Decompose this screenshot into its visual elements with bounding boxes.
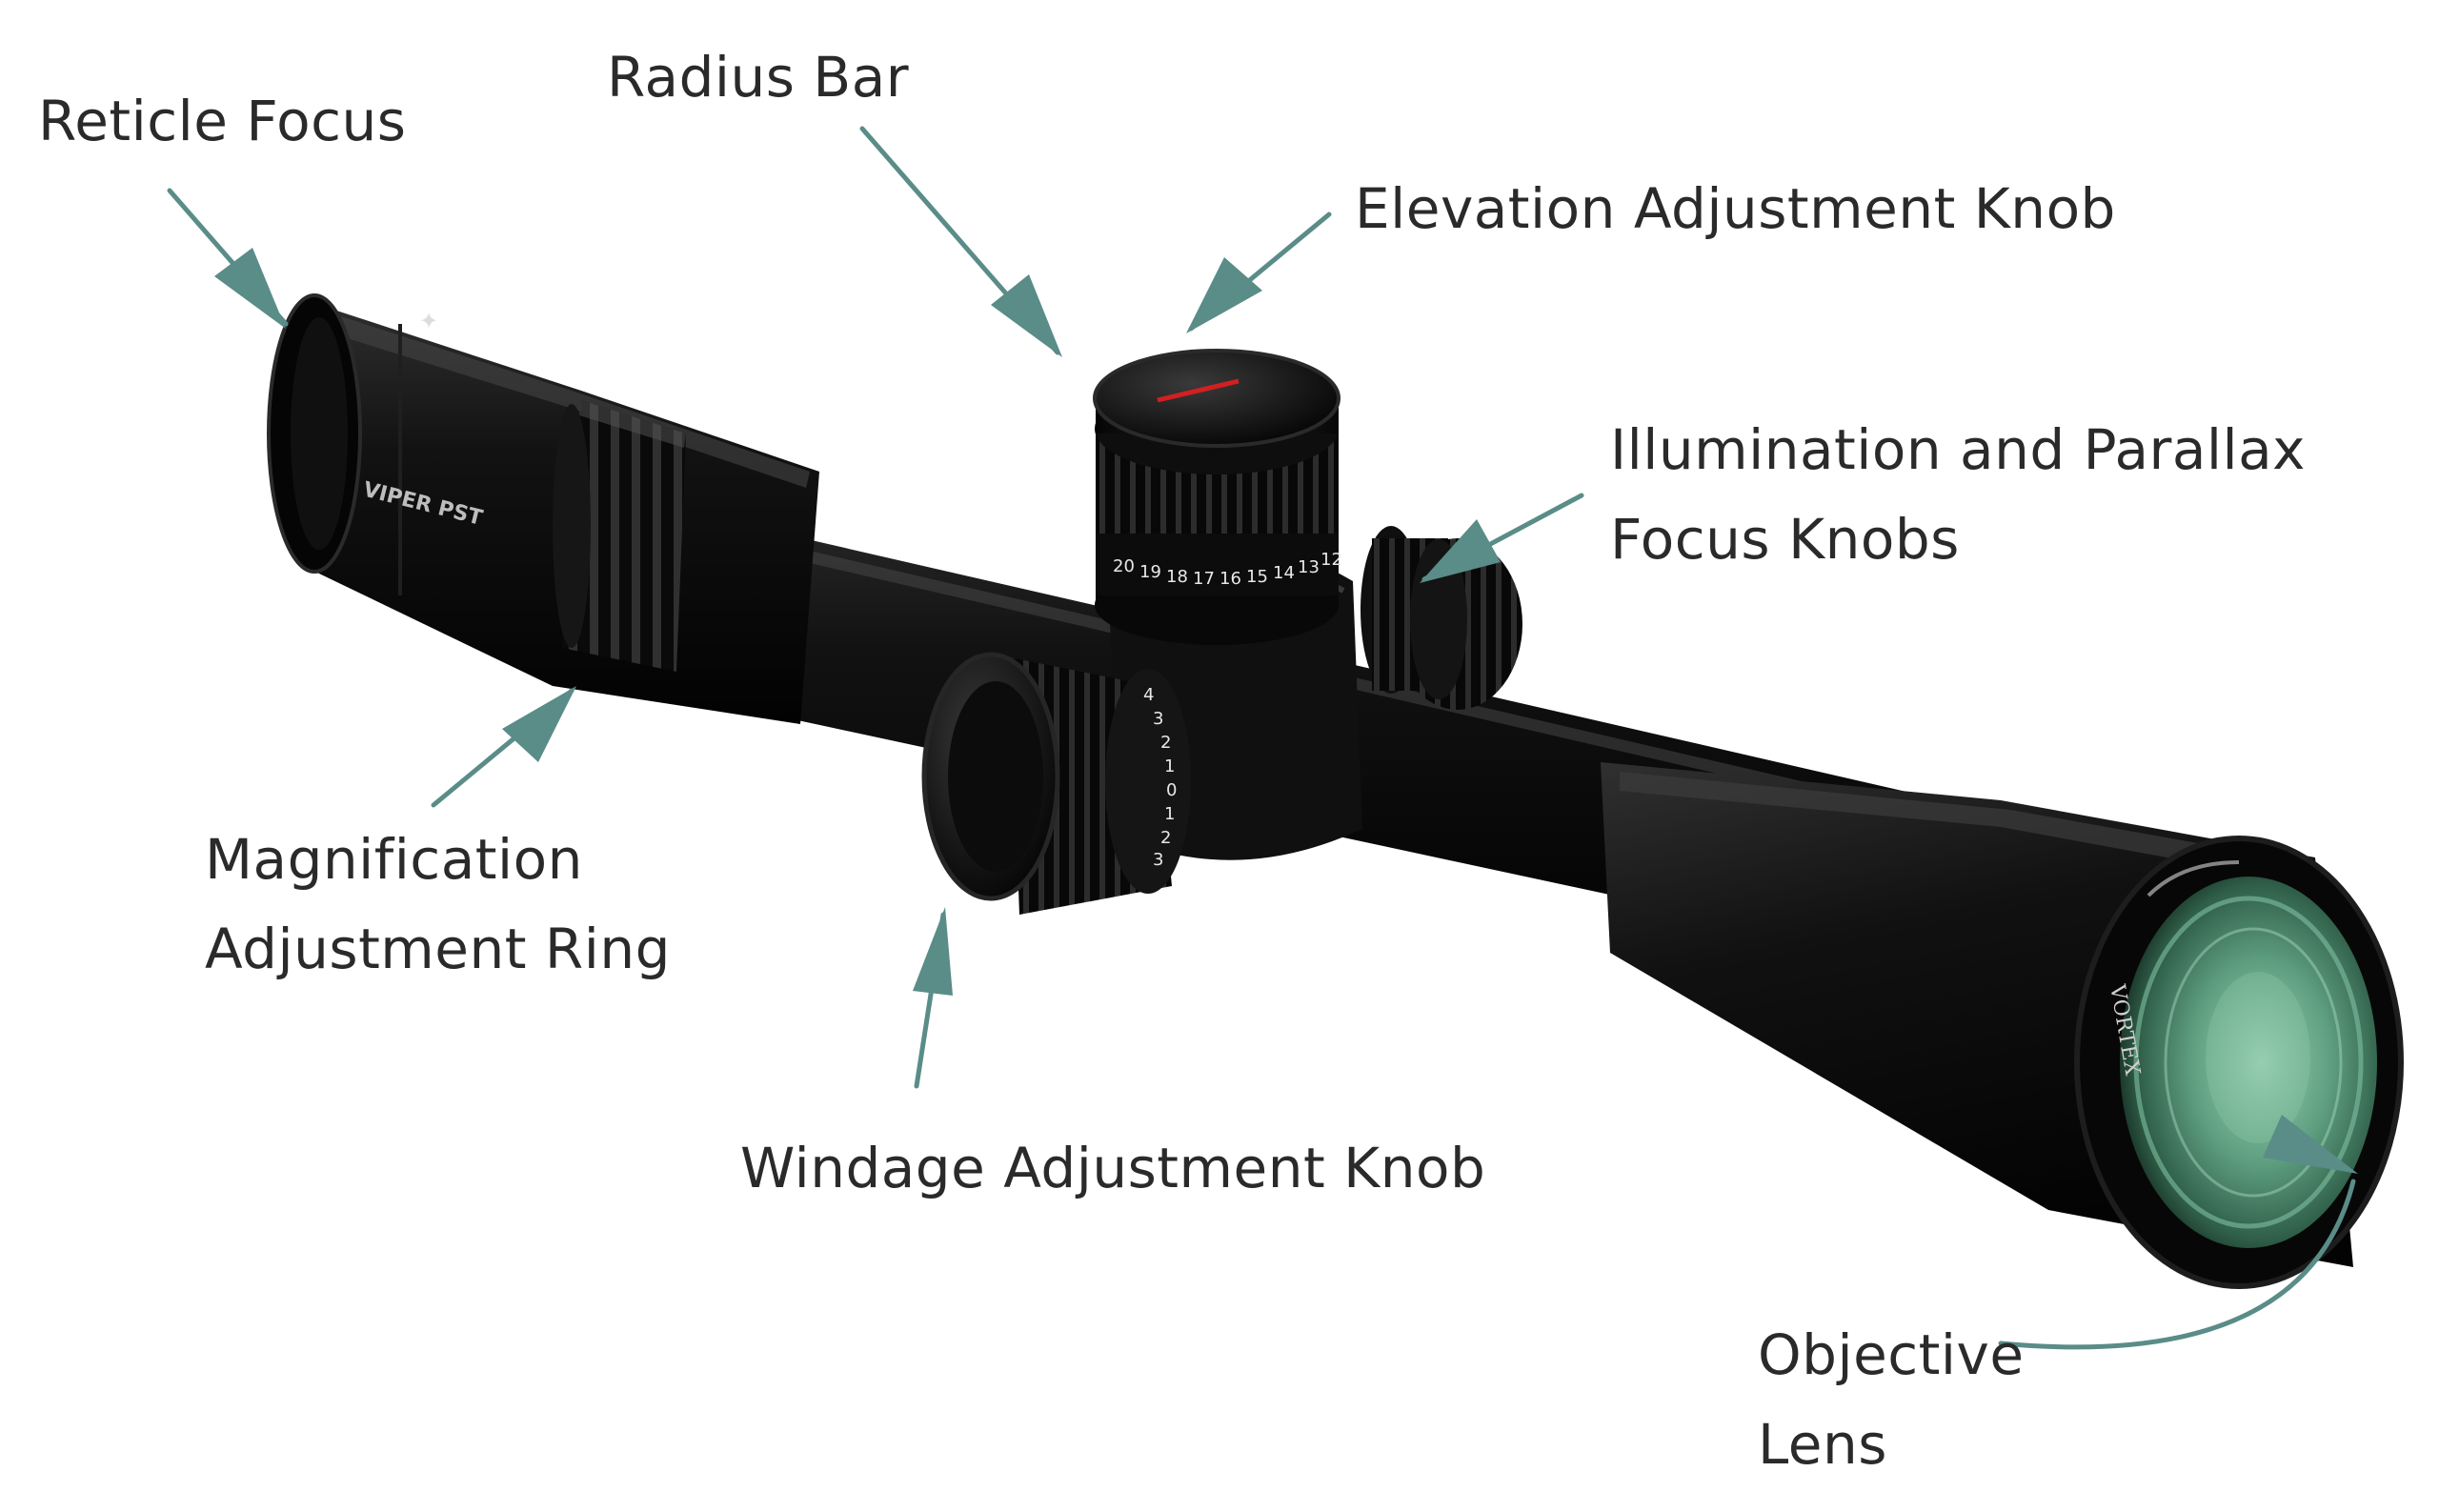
svg-text:16: 16: [1220, 569, 1241, 589]
svg-text:15: 15: [1246, 567, 1268, 587]
svg-text:1: 1: [1164, 804, 1175, 824]
logo-mark: ✦: [419, 308, 438, 334]
svg-text:4: 4: [1143, 685, 1154, 705]
label-radius-bar: Radius Bar: [607, 50, 909, 105]
svg-text:3: 3: [1153, 850, 1163, 870]
label-illumination-line1: Illumination and Parallax: [1610, 405, 2306, 494]
svg-text:0: 0: [1166, 780, 1177, 800]
svg-text:3: 3: [1153, 709, 1163, 729]
label-objective-lens: Objective Lens: [1758, 1310, 2025, 1489]
label-windage-knob: Windage Adjustment Knob: [740, 1140, 1485, 1196]
label-magnification-line1: Magnification: [205, 815, 671, 904]
label-illumination-parallax: Illumination and Parallax Focus Knobs: [1610, 405, 2306, 584]
svg-text:14: 14: [1273, 563, 1295, 583]
svg-text:18: 18: [1166, 567, 1188, 587]
label-objective-line2: Lens: [1758, 1400, 2025, 1489]
label-magnification-ring: Magnification Adjustment Ring: [205, 815, 671, 994]
svg-text:20: 20: [1113, 556, 1135, 576]
label-elevation-knob: Elevation Adjustment Knob: [1355, 181, 2116, 236]
magnification-ring: [553, 400, 686, 672]
label-magnification-line2: Adjustment Ring: [205, 904, 671, 994]
svg-text:12: 12: [1320, 550, 1342, 570]
label-objective-line1: Objective: [1758, 1310, 2025, 1400]
svg-text:19: 19: [1139, 562, 1161, 582]
arrowhead-elevation-knob: [1186, 257, 1262, 333]
elevation-cap: [1095, 351, 1339, 446]
windage-knob: 4 3 2 1 0 1 2 3: [924, 655, 1191, 915]
elevation-knob: 20 19 18 17 16 15 14 13 12: [1095, 351, 1342, 645]
svg-text:13: 13: [1298, 557, 1320, 577]
arrowhead-reticle-focus: [214, 248, 286, 329]
arrowhead-windage: [913, 907, 953, 996]
label-reticle-focus: Reticle Focus: [38, 93, 407, 149]
label-illumination-line2: Focus Knobs: [1610, 494, 2306, 584]
svg-text:2: 2: [1160, 828, 1171, 848]
illumination-parallax-knob: [1361, 526, 1522, 710]
arrowhead-magnification: [502, 686, 576, 762]
svg-text:1: 1: [1164, 756, 1175, 776]
svg-text:17: 17: [1193, 569, 1215, 589]
svg-text:2: 2: [1160, 733, 1171, 753]
